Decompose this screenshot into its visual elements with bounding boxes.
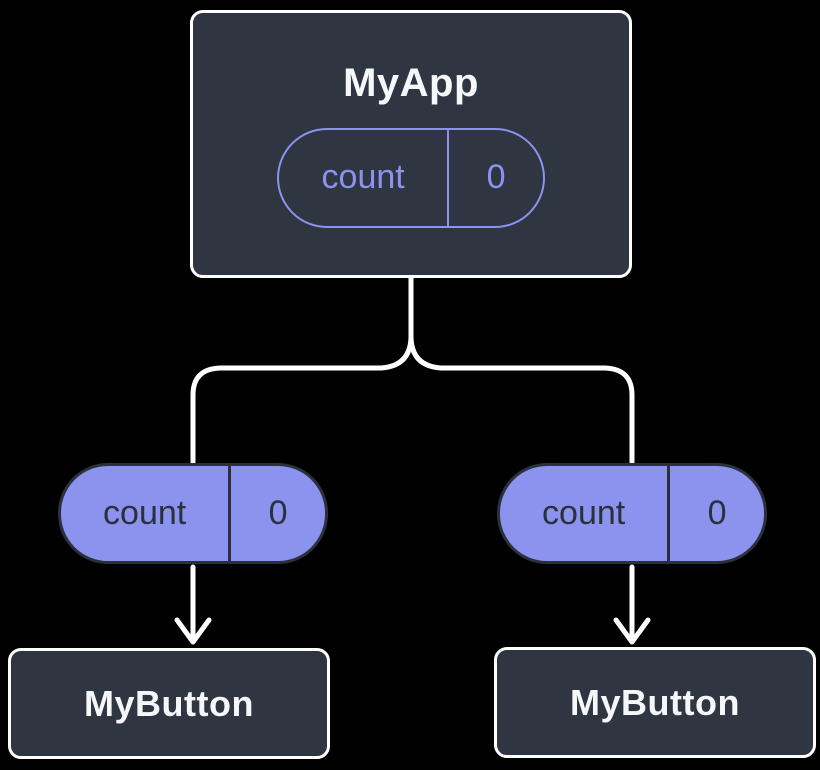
branch-right-line [408, 274, 635, 465]
prop-pill-right: count 0 [497, 463, 767, 564]
state-pill-myapp: count 0 [277, 127, 545, 228]
arrow-down-right-icon [613, 564, 651, 645]
prop-name: count [61, 466, 232, 561]
prop-name: count [500, 466, 671, 561]
state-value: 0 [486, 158, 506, 196]
node-myapp-title: MyApp [343, 60, 479, 105]
prop-value: 0 [268, 494, 288, 532]
node-mybutton-title: MyButton [570, 681, 740, 723]
prop-pill-left: count 0 [58, 463, 328, 564]
branch-left-line [190, 274, 414, 465]
prop-value: 0 [707, 494, 727, 532]
state-name: count [279, 129, 450, 226]
node-mybutton-left: MyButton [8, 648, 330, 759]
arrow-down-left-icon [174, 564, 212, 645]
node-mybutton-right: MyButton [494, 647, 816, 758]
node-myapp: MyApp count 0 [190, 10, 632, 278]
node-mybutton-title: MyButton [84, 682, 254, 724]
